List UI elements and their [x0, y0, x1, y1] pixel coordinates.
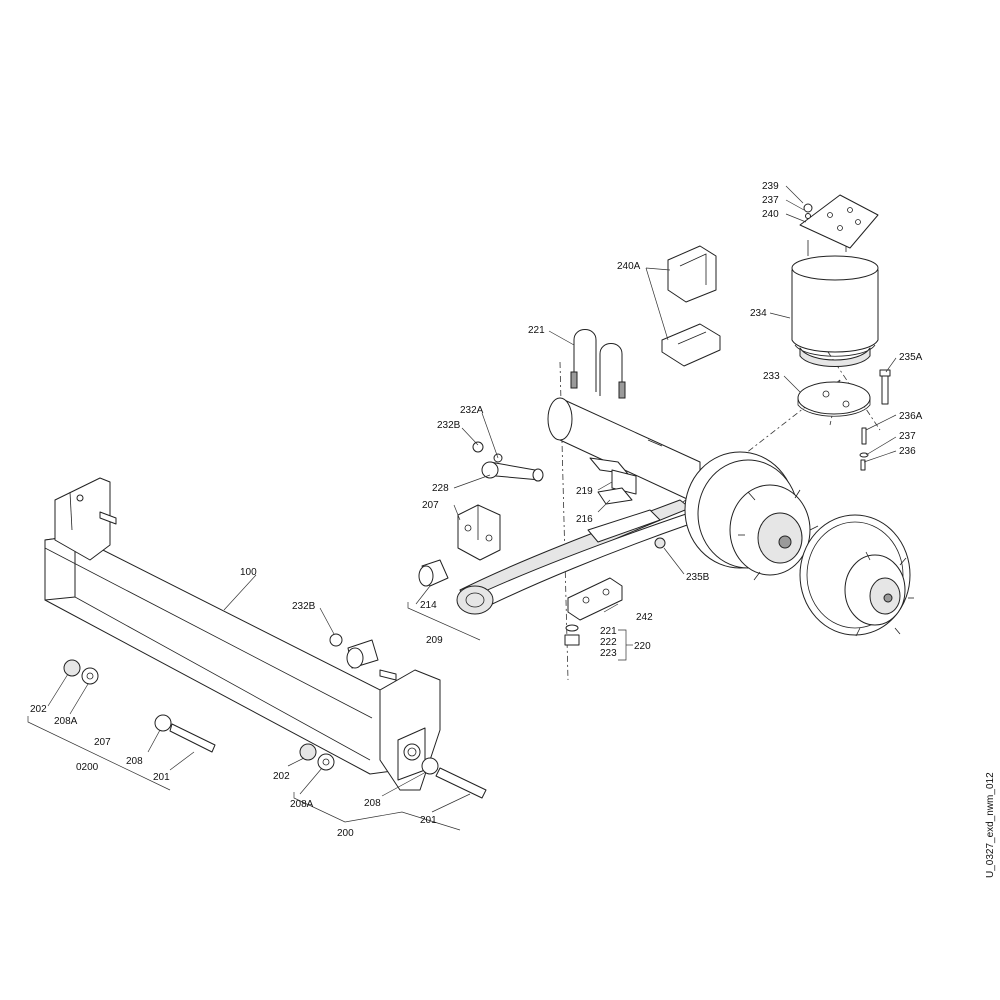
label-100: 100 — [240, 567, 257, 578]
label-219: 219 — [576, 486, 593, 497]
bushing-232B — [329, 633, 379, 669]
drawing-code: U_0327_exd_nwm_012 — [985, 772, 996, 878]
small-bolts — [859, 369, 891, 471]
air-spring-234 — [791, 236, 879, 367]
label-201-left: 201 — [153, 772, 170, 783]
label-234: 234 — [750, 308, 767, 319]
fastener-group-200 — [299, 743, 487, 799]
label-237-lower: 237 — [899, 431, 916, 442]
label-221: 221 — [528, 325, 545, 336]
label-235A: 235A — [899, 352, 923, 363]
part-labels: 239 237 240 240A 234 221 235A 233 236A 2… — [30, 181, 923, 839]
label-200: 200 — [337, 828, 354, 839]
label-228: 228 — [432, 483, 449, 494]
shock-absorber-228 — [472, 441, 544, 482]
bracket-207 — [457, 504, 501, 561]
label-0200: 0200 — [76, 762, 99, 773]
brackets-240A — [661, 245, 721, 367]
cross-beam-100 — [44, 477, 441, 791]
clamp-plate-242 — [567, 577, 623, 621]
label-208-left: 208 — [126, 756, 143, 767]
label-221-lower: 221 — [600, 626, 617, 637]
label-242: 242 — [636, 612, 653, 623]
label-236A: 236A — [899, 411, 923, 422]
label-202-left: 202 — [30, 704, 47, 715]
bushing-214 — [418, 559, 449, 587]
label-220: 220 — [634, 641, 651, 652]
label-202-right: 202 — [273, 771, 290, 782]
leader-lines — [27, 185, 897, 831]
label-232A: 232A — [460, 405, 484, 416]
brake-drum-hub — [684, 451, 819, 581]
label-237: 237 — [762, 195, 779, 206]
label-232B-top: 232B — [437, 420, 461, 431]
brake-disc — [799, 514, 914, 637]
label-240: 240 — [762, 209, 779, 220]
label-223: 223 — [600, 648, 617, 659]
label-240A: 240A — [617, 261, 641, 272]
label-216: 216 — [576, 514, 593, 525]
label-208A-right: 208A — [290, 799, 314, 810]
label-207-left: 207 — [94, 737, 111, 748]
label-236: 236 — [899, 446, 916, 457]
label-235B: 235B — [686, 572, 710, 583]
label-209: 209 — [426, 635, 443, 646]
nut-washer-220 — [564, 624, 580, 646]
label-207-top: 207 — [422, 500, 439, 511]
top-plate-240 — [799, 194, 879, 249]
label-208A-left: 208A — [54, 716, 78, 727]
label-201-right: 201 — [420, 815, 437, 826]
label-214: 214 — [420, 600, 437, 611]
fastener-group-0200 — [63, 659, 216, 753]
label-208-right: 208 — [364, 798, 381, 809]
label-233: 233 — [763, 371, 780, 382]
label-232B-middle: 232B — [292, 601, 316, 612]
u-bolts-221 — [570, 329, 626, 399]
lower-plate-233 — [797, 381, 871, 417]
label-222: 222 — [600, 637, 617, 648]
label-239: 239 — [762, 181, 779, 192]
nut-235B — [654, 537, 666, 549]
